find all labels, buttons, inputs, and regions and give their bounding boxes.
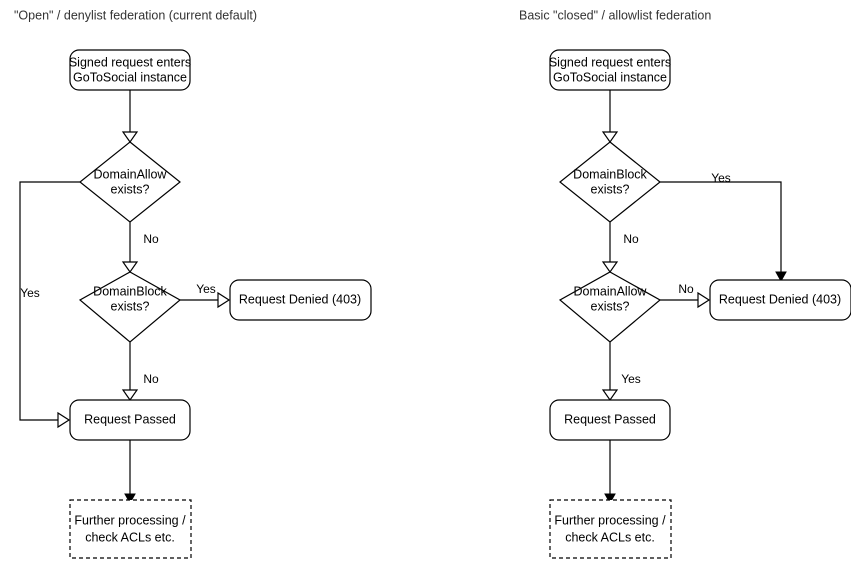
denied-box-shape (709, 279, 851, 321)
further-box-shape (549, 499, 672, 559)
start-box-label-line1: Signed request enters (549, 55, 671, 69)
diagram-open-denylist: "Open" / denylist federation (current de… (14, 8, 372, 559)
edge-domainallow-yes-to-passed: Yes (601, 342, 641, 402)
edge-start-to-domainallow (121, 90, 139, 144)
arrowhead-open-icon (121, 389, 139, 402)
edge-label-yes: Yes (621, 372, 641, 386)
edge-label-no: No (678, 282, 694, 296)
further-box-label-line2: check ACLs etc. (85, 530, 175, 544)
node-further-processing-left: Further processing / check ACLs etc. (69, 499, 192, 559)
node-request-passed-left: Request Passed (69, 399, 191, 441)
edge-label-yes: Yes (196, 282, 216, 296)
arrowhead-open-icon (121, 131, 139, 144)
decision-label-line1: DomainAllow (94, 167, 168, 181)
decision-label-line2: exists? (111, 182, 150, 196)
arrowhead-open-icon (601, 389, 619, 402)
decision-label-line2: exists? (591, 299, 630, 313)
edge-label-yes: Yes (20, 286, 40, 300)
edge-passed-to-further-left (124, 440, 136, 505)
node-further-processing-right: Further processing / check ACLs etc. (549, 499, 672, 559)
edge-domainallow-no-to-domainblock: No (121, 222, 159, 274)
edge-label-yes: Yes (711, 171, 731, 185)
edge-domainblock-yes-to-denied: Yes (180, 282, 231, 309)
node-start-right: Signed request enters GoToSocial instanc… (549, 49, 671, 91)
edge-domainblock-no-to-domainallow: No (601, 222, 639, 274)
denied-box-label: Request Denied (403) (719, 292, 841, 306)
decision-label-line2: exists? (111, 299, 150, 313)
edge-start-to-domainblock (601, 90, 619, 144)
further-box-label-line1: Further processing / (74, 513, 186, 527)
edge-line (19, 181, 80, 421)
arrowhead-solid-icon (604, 493, 616, 505)
arrowhead-open-icon (697, 291, 711, 309)
node-decision-domainblock-left: DomainBlock exists? (78, 271, 182, 343)
node-decision-domainallow-left: DomainAllow exists? (79, 141, 181, 223)
node-decision-domainallow-right: DomainAllow exists? (558, 271, 662, 343)
decision-label-line1: DomainBlock (93, 284, 167, 298)
start-box-label-line2: GoToSocial instance (553, 70, 667, 84)
decision-label-line2: exists? (591, 182, 630, 196)
denied-box-label: Request Denied (403) (239, 292, 361, 306)
denied-box-shape (229, 279, 372, 321)
further-box-label-line2: check ACLs etc. (565, 530, 655, 544)
edge-label-no: No (143, 372, 159, 386)
arrowhead-solid-icon (775, 271, 787, 283)
edge-domainblock-no-to-passed: No (121, 342, 159, 402)
further-box-label-line1: Further processing / (554, 513, 666, 527)
edge-domainallow-no-to-denied: No (660, 282, 711, 309)
diagram-closed-allowlist: Basic "closed" / allowlist federation Si… (519, 8, 851, 559)
arrowhead-open-icon (601, 131, 619, 144)
node-request-denied-left: Request Denied (403) (229, 279, 372, 321)
start-box-label-line2: GoToSocial instance (73, 70, 187, 84)
edge-domainallow-yes-to-passed: Yes (19, 181, 80, 429)
edge-line (660, 181, 782, 272)
edge-domainblock-yes-to-denied: Yes (660, 171, 787, 283)
edge-label-no: No (143, 232, 159, 246)
decision-label-line1: DomainBlock (573, 167, 647, 181)
start-box-label-line1: Signed request enters (69, 55, 191, 69)
node-request-passed-right: Request Passed (549, 399, 671, 441)
arrowhead-open-icon (601, 261, 619, 274)
node-start-left: Signed request enters GoToSocial instanc… (69, 49, 191, 91)
node-decision-domainblock-right: DomainBlock exists? (559, 141, 661, 223)
arrowhead-open-icon (217, 291, 231, 309)
edge-label-no: No (623, 232, 639, 246)
arrowhead-open-icon (57, 411, 71, 429)
passed-box-label: Request Passed (84, 412, 176, 426)
decision-label-line1: DomainAllow (574, 284, 648, 298)
further-box-shape (69, 499, 192, 559)
passed-box-label: Request Passed (564, 412, 656, 426)
arrowhead-open-icon (121, 261, 139, 274)
node-request-denied-right: Request Denied (403) (709, 279, 851, 321)
diagram-title-closed-allowlist: Basic "closed" / allowlist federation (519, 8, 711, 22)
arrowhead-solid-icon (124, 493, 136, 505)
diagram-title-open-denylist: "Open" / denylist federation (current de… (14, 8, 257, 22)
edge-passed-to-further-right (604, 440, 616, 505)
